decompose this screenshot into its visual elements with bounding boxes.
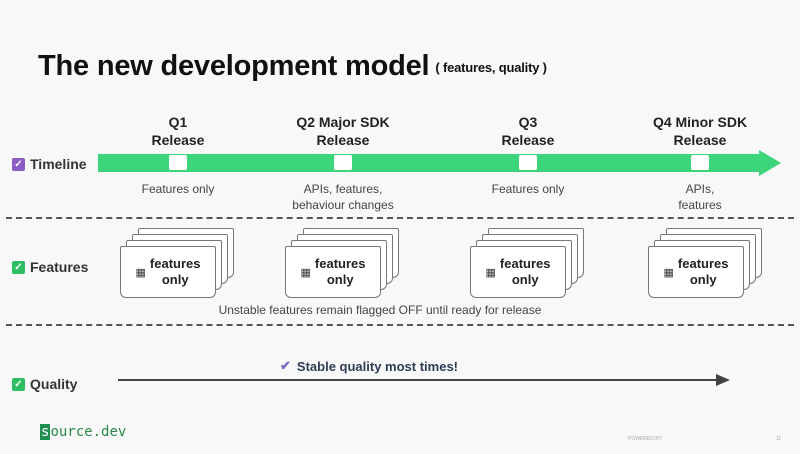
caption-line: behaviour changes — [292, 198, 394, 212]
caption-line: Features only — [491, 182, 565, 196]
timeline-marker-q3 — [519, 155, 537, 170]
quarter-label-q3: Q3 Release — [458, 113, 598, 149]
row-label-timeline: ✓ Timeline — [12, 156, 87, 172]
row-label-text: Timeline — [30, 156, 87, 172]
document-text: features only — [678, 256, 729, 288]
caption-line: Features only — [141, 182, 215, 196]
checkbox-icon: ✓ — [12, 157, 25, 171]
title-main: The new development model — [38, 50, 430, 82]
document-line: only — [689, 272, 717, 287]
quarter-release: Release — [673, 132, 727, 148]
check-icon: ✔ — [280, 358, 291, 373]
document-line: features — [149, 256, 201, 271]
caption-line: APIs, features, — [303, 182, 383, 196]
caption-q4: APIs, features — [620, 181, 780, 213]
quarter-name: Q2 Major SDK — [296, 114, 390, 130]
row-label-text: Quality — [30, 376, 78, 392]
timeline-bar — [98, 154, 760, 172]
checkbox-icon: ✓ — [12, 377, 25, 391]
document-line: only — [161, 272, 189, 287]
caption-line: features — [678, 198, 722, 212]
quarter-name: Q1 — [168, 114, 188, 130]
quarter-label-q4: Q4 Minor SDK Release — [630, 113, 770, 149]
quarter-label-q2: Q2 Major SDK Release — [273, 113, 413, 149]
quarter-label-q1: Q1 Release — [108, 113, 248, 149]
checkered-flag-icon: ▦ — [300, 266, 311, 279]
checkered-flag-icon: ▦ — [485, 266, 496, 279]
quarter-name: Q4 Minor SDK — [652, 114, 748, 130]
quarter-release: Release — [316, 132, 370, 148]
timeline-marker-q2 — [334, 155, 352, 170]
document-text: features only — [150, 256, 201, 288]
document-sheet-front: ▦ features only — [120, 246, 216, 298]
document-line: features — [314, 256, 366, 271]
quality-arrowhead — [716, 374, 730, 386]
document-stack-q2: ▦ features only — [285, 228, 399, 298]
page-number: 11 — [776, 436, 782, 442]
quarter-release: Release — [151, 132, 205, 148]
document-stack-q1: ▦ features only — [120, 228, 234, 298]
document-sheet-front: ▦ features only — [648, 246, 744, 298]
caption-q1: Features only — [98, 181, 258, 197]
timeline-marker-q4 — [691, 155, 709, 170]
document-sheet-front: ▦ features only — [285, 246, 381, 298]
checkered-flag-icon: ▦ — [663, 266, 674, 279]
document-line: features — [499, 256, 551, 271]
logo-text: ource.dev — [50, 424, 127, 440]
divider-bottom — [6, 324, 794, 326]
quarter-release: Release — [501, 132, 555, 148]
slide-title: The new development model ( features, qua… — [38, 50, 547, 83]
document-text: features only — [500, 256, 551, 288]
timeline-arrowhead — [759, 150, 781, 176]
row-label-features: ✓ Features — [12, 259, 88, 275]
quality-note: ✔ Stable quality most times! — [280, 358, 458, 374]
document-stack-q3: ▦ features only — [470, 228, 584, 298]
document-stack-q4: ▦ features only — [648, 228, 762, 298]
document-sheet-front: ▦ features only — [470, 246, 566, 298]
quality-note-text: Stable quality most times! — [296, 358, 458, 374]
timeline-marker-q1 — [169, 155, 187, 170]
features-note: Unstable features remain flagged OFF unt… — [218, 303, 542, 317]
caption-q2: APIs, features, behaviour changes — [263, 181, 423, 213]
document-line: only — [326, 272, 354, 287]
logo-mark: s — [40, 424, 51, 440]
quality-arrow-line — [118, 379, 718, 381]
title-sub: ( features, quality ) — [435, 60, 547, 75]
footer-text: POWERED BY — [628, 436, 662, 442]
quarter-name: Q3 — [518, 114, 538, 130]
document-line: only — [511, 272, 539, 287]
document-line: features — [677, 256, 729, 271]
checkered-flag-icon: ▦ — [135, 266, 146, 279]
row-label-text: Features — [30, 259, 89, 275]
checkbox-icon: ✓ — [12, 260, 25, 274]
caption-line: APIs, — [685, 182, 715, 196]
divider-top — [6, 217, 794, 219]
logo: source.dev — [40, 424, 126, 440]
caption-q3: Features only — [448, 181, 608, 197]
row-label-quality: ✓ Quality — [12, 376, 77, 392]
document-text: features only — [315, 256, 366, 288]
